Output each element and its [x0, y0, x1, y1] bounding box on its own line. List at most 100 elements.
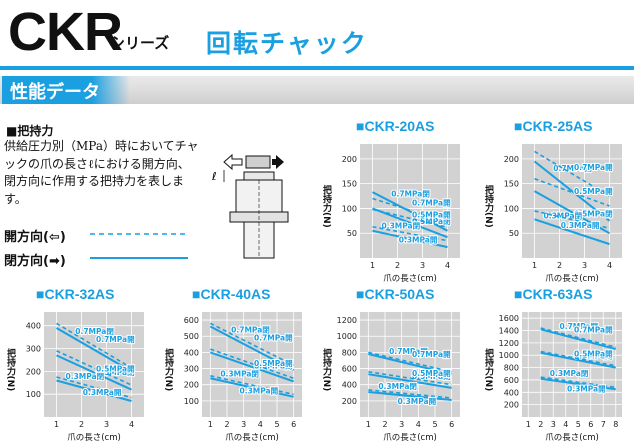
c5-series-label-2: 0.5MPa閉 — [574, 351, 613, 360]
c1-ytick-2: 150 — [504, 180, 519, 189]
c1-series-1 — [534, 150, 610, 197]
c2-series-label-1: 0.7MPa開 — [96, 335, 135, 344]
c5-ytick-6: 1400 — [499, 327, 519, 336]
c5-ytick-5: 1200 — [499, 339, 519, 348]
c3-series-1 — [209, 322, 295, 367]
c3-x-axis-label: 爪の長さ(cm) — [225, 433, 279, 443]
legend-close: 閉方向(➡) — [4, 250, 66, 269]
c3-ytick-1: 200 — [184, 381, 199, 390]
c4-series-label-5: 0.3MPa開 — [398, 397, 437, 406]
c3-series-label-4: 0.3MPa閉 — [220, 369, 259, 378]
c0-series-label-5: 0.3MPa開 — [399, 236, 438, 245]
c0-series-5 — [372, 225, 448, 242]
c4-ytick-3: 800 — [342, 348, 357, 357]
chuck-diagram: ℓ — [211, 153, 289, 259]
c2-xtick-0: 1 — [54, 420, 59, 429]
c2-series-0 — [55, 327, 133, 373]
c1-xtick-3: 4 — [607, 261, 612, 270]
c0-series-1 — [372, 197, 448, 223]
c3-ytick-2: 300 — [184, 365, 199, 374]
c4-xtick-1: 2 — [382, 420, 387, 429]
c0-series-4 — [372, 229, 448, 249]
c2-ytick-0: 100 — [26, 390, 41, 399]
c1-ytick-0: 50 — [509, 229, 519, 238]
series-suffix: シリーズ — [110, 34, 170, 52]
c2-x-axis-label: 爪の長さ(cm) — [67, 433, 121, 443]
c5-series-label-4: 0.3MPa閉 — [550, 369, 589, 378]
c4-xtick-0: 1 — [366, 420, 371, 429]
c3-xtick-2: 3 — [241, 420, 246, 429]
c3-xtick-5: 6 — [291, 420, 296, 429]
c5-xtick-3: 4 — [563, 420, 568, 429]
c1-series-3 — [534, 177, 610, 207]
c4-xtick-3: 4 — [416, 420, 421, 429]
c4-ytick-0: 200 — [342, 397, 357, 406]
c5-series-label-1: 0.7MPa開 — [574, 326, 613, 335]
c4-ytick-2: 600 — [342, 365, 357, 374]
c4-xtick-4: 5 — [432, 420, 437, 429]
c2-series-4 — [56, 379, 132, 402]
c4-xtick-5: 6 — [449, 420, 454, 429]
section-title: 性能データ — [10, 82, 100, 103]
c2-series-label-5: 0.3MPa開 — [83, 388, 122, 397]
c5-xtick-5: 6 — [588, 420, 593, 429]
c1-series-0 — [533, 160, 611, 222]
c0-ytick-0: 50 — [347, 229, 357, 238]
c4-series-label-2: 0.5MPa閉 — [412, 372, 451, 381]
c1-series-label-4: 0.3MPa閉 — [544, 211, 583, 220]
chart-title-ckr32: ■CKR-32AS — [36, 286, 115, 302]
c0-xtick-1: 2 — [395, 261, 400, 270]
c2-ytick-2: 300 — [26, 345, 41, 354]
c1-xtick-0: 1 — [532, 261, 537, 270]
c1-plot-area — [522, 144, 622, 258]
c4-series-label-0: 0.7MPa閉 — [389, 347, 428, 356]
c5-ytick-1: 400 — [504, 388, 519, 397]
c5-ytick-0: 200 — [504, 401, 519, 410]
c5-series-2 — [540, 351, 616, 369]
c4-ytick-4: 1000 — [337, 332, 357, 341]
c2-series-label-4: 0.3MPa閉 — [66, 372, 105, 381]
c0-ytick-2: 150 — [342, 180, 357, 189]
grip-force-heading: ■把持力 — [6, 124, 54, 138]
c2-xtick-3: 4 — [129, 420, 134, 429]
product-subtitle: 回転チャック — [206, 29, 368, 58]
c2-series-label-3: 0.5MPa開 — [96, 365, 135, 374]
c5-ytick-4: 1000 — [499, 351, 519, 360]
c4-ytick-5: 1200 — [337, 316, 357, 325]
c3-xtick-1: 2 — [224, 420, 229, 429]
c2-xtick-1: 2 — [79, 420, 84, 429]
c3-series-4 — [210, 377, 294, 398]
c2-series-label-2: 0.5MPa閉 — [96, 368, 135, 377]
c4-series-label-3: 0.5MPa開 — [412, 369, 451, 378]
c2-series-5 — [56, 376, 132, 399]
c5-series-1 — [540, 327, 616, 348]
c3-series-0 — [209, 325, 295, 372]
section-tab — [2, 76, 130, 104]
chart-title-ckr25: ■CKR-25AS — [514, 118, 593, 134]
c1-y-axis-label: 把持力(N) — [483, 184, 494, 228]
header-rule — [0, 66, 634, 70]
c0-series-label-1: 0.7MPa開 — [412, 198, 451, 207]
c3-series-label-5: 0.3MPa開 — [240, 386, 279, 395]
c3-series-label-1: 0.7MPa開 — [254, 333, 293, 342]
c4-series-1 — [368, 351, 452, 373]
grip-force-description: 供給圧力別（MPa）時においてチャックの爪の長さℓにおける開方向、閉方向に作用す… — [4, 139, 199, 206]
c5-series-label-3: 0.5MPa開 — [574, 350, 613, 359]
c3-ytick-5: 600 — [184, 316, 199, 325]
c5-xtick-7: 8 — [613, 420, 618, 429]
c1-series-label-0: 0.7MPa閉 — [553, 164, 592, 173]
c3-series-3 — [210, 348, 294, 379]
c0-series-3 — [372, 208, 448, 229]
c3-series-label-2: 0.5MPa閉 — [254, 361, 293, 370]
series-name: CKR — [8, 2, 123, 62]
c4-series-label-1: 0.7MPa開 — [412, 350, 451, 359]
chart-title-ckr40: ■CKR-40AS — [192, 286, 271, 302]
c3-series-5 — [210, 375, 294, 396]
c4-ytick-1: 400 — [342, 381, 357, 390]
c3-ytick-4: 500 — [184, 332, 199, 341]
c2-series-1 — [56, 322, 132, 369]
c0-series-label-2: 0.5MPa閉 — [412, 217, 451, 226]
chuck-body-icon — [229, 171, 289, 259]
c1-series-5 — [534, 210, 610, 230]
